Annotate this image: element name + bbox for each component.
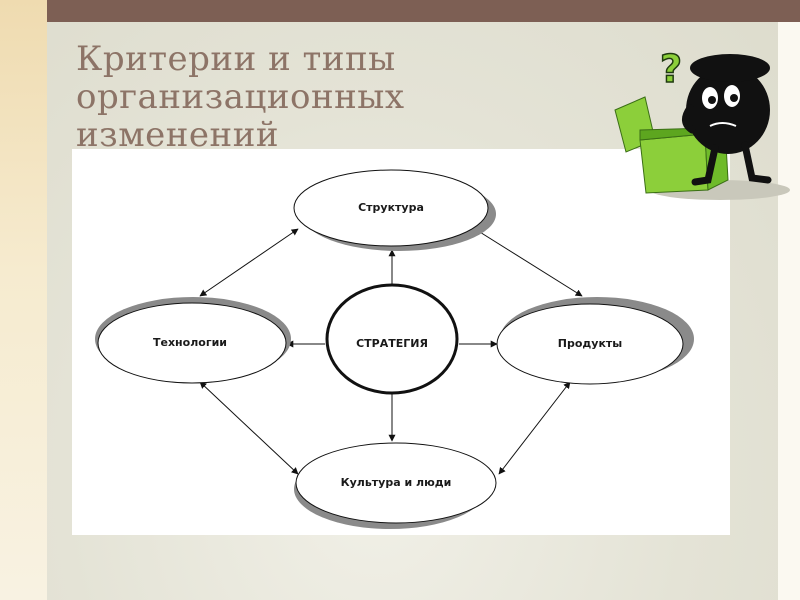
diagram-connectors (199, 228, 583, 475)
right-margin (778, 0, 800, 600)
arrow-top-left (199, 228, 299, 297)
question-mark-symbol: ? (660, 47, 682, 91)
node-structure-label: Структура (358, 201, 424, 214)
node-culture-people-label: Культура и люди (341, 476, 452, 489)
node-technology-label: Технологии (153, 336, 227, 349)
title-line-1: Критерии и типы (76, 40, 396, 79)
question-mascot-icon: ? (614, 46, 790, 200)
title-line-3: изменений (76, 115, 280, 148)
left-accent-strip (0, 0, 47, 600)
node-technology: Технологии (95, 297, 291, 384)
arrow-left-bottom (199, 381, 299, 475)
node-culture-people: Культура и люди (294, 442, 497, 529)
arrow-right-bottom (498, 381, 571, 475)
mascot-body (682, 54, 772, 186)
title-line-2: организационных (76, 77, 405, 117)
diagram-card: Структура Технологии Продукты Культура и… (72, 149, 730, 535)
arrow-top-right (474, 228, 583, 297)
node-products: Продукты (496, 297, 694, 385)
node-strategy: СТРАТЕГИЯ (325, 283, 459, 395)
node-products-label: Продукты (558, 337, 623, 350)
node-strategy-label: СТРАТЕГИЯ (356, 337, 428, 350)
node-structure: Структура (293, 169, 496, 251)
strategy-diagram: Структура Технологии Продукты Культура и… (95, 169, 694, 529)
slide-title: Критерии и типы организационных изменени… (76, 40, 476, 148)
top-bar (47, 0, 800, 22)
